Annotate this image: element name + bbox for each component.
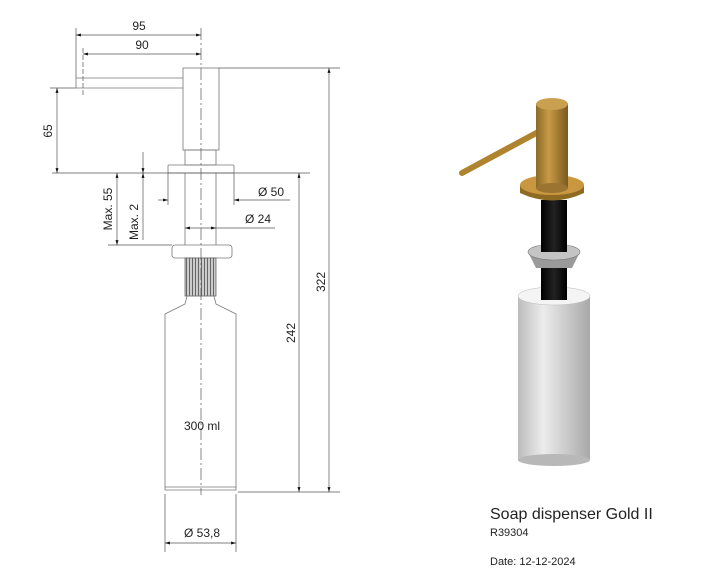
product-code: R39304 (490, 527, 529, 539)
nut (171, 244, 233, 259)
dispenser-side-view (75, 28, 237, 495)
dim-242: 242 (284, 323, 298, 343)
dim-max-2: Max. 2 (127, 204, 141, 240)
thread (184, 257, 217, 297)
stem (184, 173, 217, 245)
pump-collar (184, 149, 217, 166)
dim-322: 322 (314, 272, 328, 292)
product-render (459, 98, 591, 466)
product-name: Soap dispenser Gold II (490, 506, 653, 523)
bottle (164, 295, 237, 491)
dim-diameter-50: Ø 50 (258, 185, 284, 199)
dim-90: 90 (135, 38, 149, 52)
dim-diameter-53-8: Ø 53,8 (184, 526, 220, 540)
bottle-volume-label: 300 ml (184, 419, 220, 433)
dim-max-55: Max. 55 (101, 187, 115, 230)
dim-diameter-24: Ø 24 (245, 212, 271, 226)
spout (75, 77, 183, 89)
dimensions: 95 90 65 322 242 Max. 2 Max. 55 Ø 50 Ø 2… (41, 19, 340, 552)
dim-95: 95 (132, 19, 146, 33)
dim-65: 65 (41, 124, 55, 138)
drawing-date: Date: 12-12-2024 (490, 556, 576, 568)
